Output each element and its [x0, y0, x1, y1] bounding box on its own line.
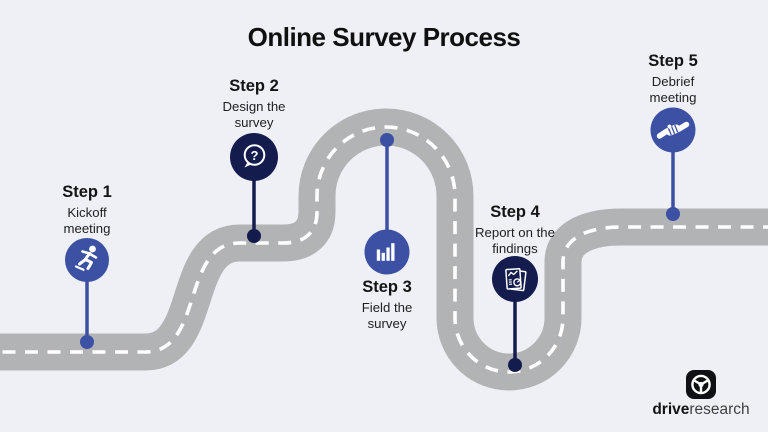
step-3-block: Step 3 Field the survey — [317, 278, 457, 333]
report-icon — [505, 267, 527, 292]
step-4-description: Report on the findings — [475, 224, 555, 257]
step-5-description: Debrief meeting — [649, 73, 697, 106]
step-2-description: Design the survey — [222, 98, 286, 131]
steering-wheel-icon — [686, 370, 716, 399]
page-title: Online Survey Process — [247, 22, 521, 52]
step-2-icon-circle — [230, 133, 278, 181]
logo-text: driveresearch — [652, 402, 749, 418]
logo-research: research — [689, 401, 750, 418]
step-3-road-dot — [380, 133, 394, 147]
svg-text:?: ? — [251, 148, 259, 163]
step-4-road-dot — [508, 358, 522, 372]
step-2-block: Step 2 Design the survey — [184, 77, 324, 132]
step-5-block: Step 5 Debrief meeting — [603, 52, 743, 107]
question-bubble-icon: ? — [243, 144, 266, 168]
step-1-road-dot — [80, 335, 94, 349]
step-4-title: Step 4 — [490, 203, 540, 221]
step-1-description: Kickoff meeting — [63, 204, 111, 237]
step-1-block: Step 1 Kickoff meeting — [17, 183, 157, 238]
bar-chart-icon — [376, 243, 395, 261]
handshake-icon — [656, 121, 690, 139]
step-5-title: Step 5 — [648, 52, 698, 70]
step-1-title: Step 1 — [62, 183, 112, 201]
step-2-title: Step 2 — [229, 77, 279, 95]
step-4-block: Step 4 Report on the findings — [445, 203, 585, 258]
runner-icon — [74, 245, 98, 271]
step-3-description: Field the survey — [361, 299, 413, 332]
step-3-title: Step 3 — [362, 278, 412, 296]
step-2-road-dot — [247, 229, 261, 243]
road-dashes — [0, 125, 768, 374]
logo: driveresearch — [640, 370, 762, 418]
logo-drive: drive — [652, 401, 690, 418]
step-5-road-dot — [666, 207, 680, 221]
